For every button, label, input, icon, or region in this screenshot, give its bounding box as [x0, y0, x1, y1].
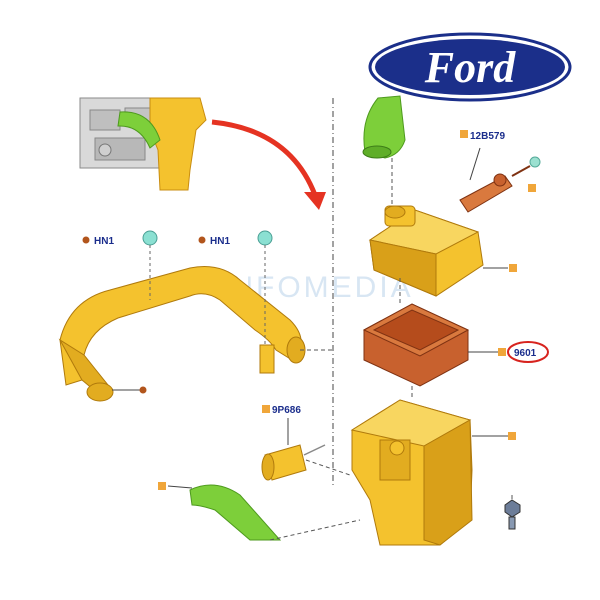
label-hn1-left: HN1 — [94, 236, 114, 247]
air-filter-element — [362, 303, 470, 387]
sensor-12b579 — [459, 156, 541, 213]
fastener-dots — [82, 236, 206, 394]
mounting-bolt — [504, 499, 521, 530]
inlet-hose-upper — [362, 95, 406, 159]
callout-leaders — [112, 147, 508, 489]
label-hn1-right: HN1 — [210, 236, 230, 247]
red-arrow — [211, 119, 326, 210]
hn1-clip-right — [257, 230, 273, 345]
air-cleaner-housing — [350, 399, 473, 546]
label-9601: 9601 — [514, 348, 537, 359]
ford-logo: Ford — [368, 32, 572, 102]
inlet-hose-lower — [189, 484, 282, 541]
hn1-clip-left — [142, 230, 158, 300]
highlight-9601: 9601 — [507, 341, 549, 363]
callout-markers — [158, 130, 536, 490]
engine-thumbnail — [79, 97, 207, 191]
ford-logo-text: Ford — [424, 43, 516, 92]
label-9p686: 9P686 — [272, 405, 301, 416]
leader-lines — [269, 158, 513, 541]
label-12b579: 12B579 — [470, 131, 505, 142]
part-9p686 — [261, 444, 326, 481]
air-cleaner-cover — [368, 205, 484, 297]
intake-air-tube — [58, 266, 306, 402]
